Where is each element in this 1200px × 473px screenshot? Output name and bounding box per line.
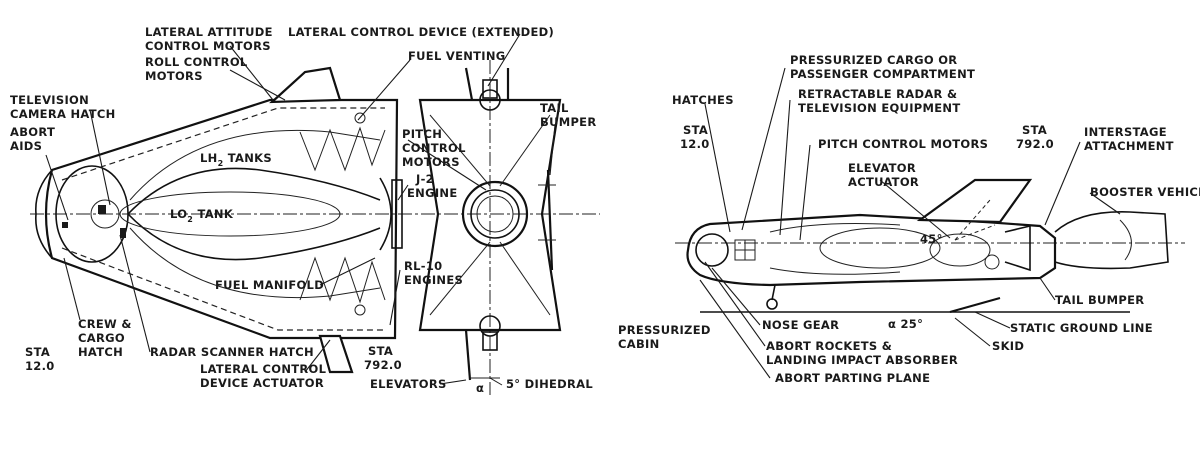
label-angle-45: 45° [920,232,943,246]
label-landing-impact-absorber: LANDING IMPACT ABSORBER [766,353,958,367]
label-attachment: ATTACHMENT [1084,139,1174,153]
label-pitch-control: CONTROL [402,141,466,155]
label-alpha-25: α 25° [888,317,923,331]
label-cargo: CARGO [78,331,125,345]
label-lateral-control: LATERAL CONTROL [200,362,327,376]
label-fuel-manifold: FUEL MANIFOLD [215,278,324,292]
label-aids: AIDS [10,139,42,153]
label-lh2-tanks: LH2 TANKS [200,151,272,168]
label-roll-motors: MOTORS [145,69,203,83]
label-pressurized: PRESSURIZED [618,323,711,337]
label-booster-vehicle: BOOSTER VEHICLE [1090,185,1200,199]
label-radar-scanner-hatch: RADAR SCANNER HATCH [150,345,314,359]
label-sta-right-value: 12.0 [680,137,710,151]
label-pitch-control-motors-right: PITCH CONTROL MOTORS [818,137,988,151]
label-tail-bumper-right: TAIL BUMPER [1055,293,1144,307]
label-sta-left: STA [25,345,50,359]
label-sta-792-left-value: 792.0 [364,358,402,372]
label-sta-792-right-value: 792.0 [1016,137,1054,151]
right-labels: PRESSURIZED CARGO OR PASSENGER COMPARTME… [618,53,1200,385]
label-passenger-compartment: PASSENGER COMPARTMENT [790,67,975,81]
label-actuator: ACTUATOR [848,175,919,189]
label-cabin: CABIN [618,337,660,351]
label-television: TELEVISION [10,93,89,107]
label-engine: ENGINE [407,186,457,200]
label-j2: J-2 [415,172,434,186]
label-pressurized-cargo: PRESSURIZED CARGO OR [790,53,957,67]
label-dihedral: 5° DIHEDRAL [506,377,593,391]
label-abort-rockets: ABORT ROCKETS & [766,339,892,353]
label-hatch: HATCH [78,345,123,359]
label-abort: ABORT [10,125,55,139]
label-sta-left-value: 12.0 [25,359,55,373]
label-rl10-engines: ENGINES [404,273,463,287]
label-nose-gear: NOSE GEAR [762,318,839,332]
label-camera-hatch: CAMERA HATCH [10,107,116,121]
label-static-ground-line: STATIC GROUND LINE [1010,321,1153,335]
label-pitch-motors: MOTORS [402,155,460,169]
label-interstage: INTERSTAGE [1084,125,1167,139]
label-roll-control: ROLL CONTROL [145,55,248,69]
top-view-drawing [30,66,600,374]
label-pitch: PITCH [402,127,442,141]
label-sta-right: STA [683,123,708,137]
label-crew: CREW & [78,317,132,331]
label-lo2-tank: LO2 TANK [170,207,234,224]
label-device-actuator: DEVICE ACTUATOR [200,376,324,390]
label-retractable-radar: RETRACTABLE RADAR & [798,87,957,101]
label-tail: TAIL [540,101,569,115]
side-view-drawing [675,178,1185,314]
label-elevator: ELEVATOR [848,161,916,175]
label-rl10: RL-10 [404,259,442,273]
label-lateral-attitude: LATERAL ATTITUDE [145,25,273,39]
label-alpha-left: α [476,381,484,395]
label-hatches: HATCHES [672,93,734,107]
label-sta-792-left: STA [368,344,393,358]
label-elevators: ELEVATORS [370,377,447,391]
label-bumper: BUMPER [540,115,597,129]
left-labels: LATERAL ATTITUDE CONTROL MOTORS ROLL CON… [10,25,597,395]
label-lateral-control-device-extended: LATERAL CONTROL DEVICE (EXTENDED) [288,25,554,39]
label-abort-parting-plane: ABORT PARTING PLANE [775,371,930,385]
label-skid: SKID [992,339,1024,353]
label-fuel-venting: FUEL VENTING [408,49,506,63]
rear-view-drawing [418,60,562,395]
label-sta-792-right: STA [1022,123,1047,137]
label-television-equipment: TELEVISION EQUIPMENT [798,101,960,115]
label-control-motors: CONTROL MOTORS [145,39,271,53]
leader-lines [45,33,1121,385]
